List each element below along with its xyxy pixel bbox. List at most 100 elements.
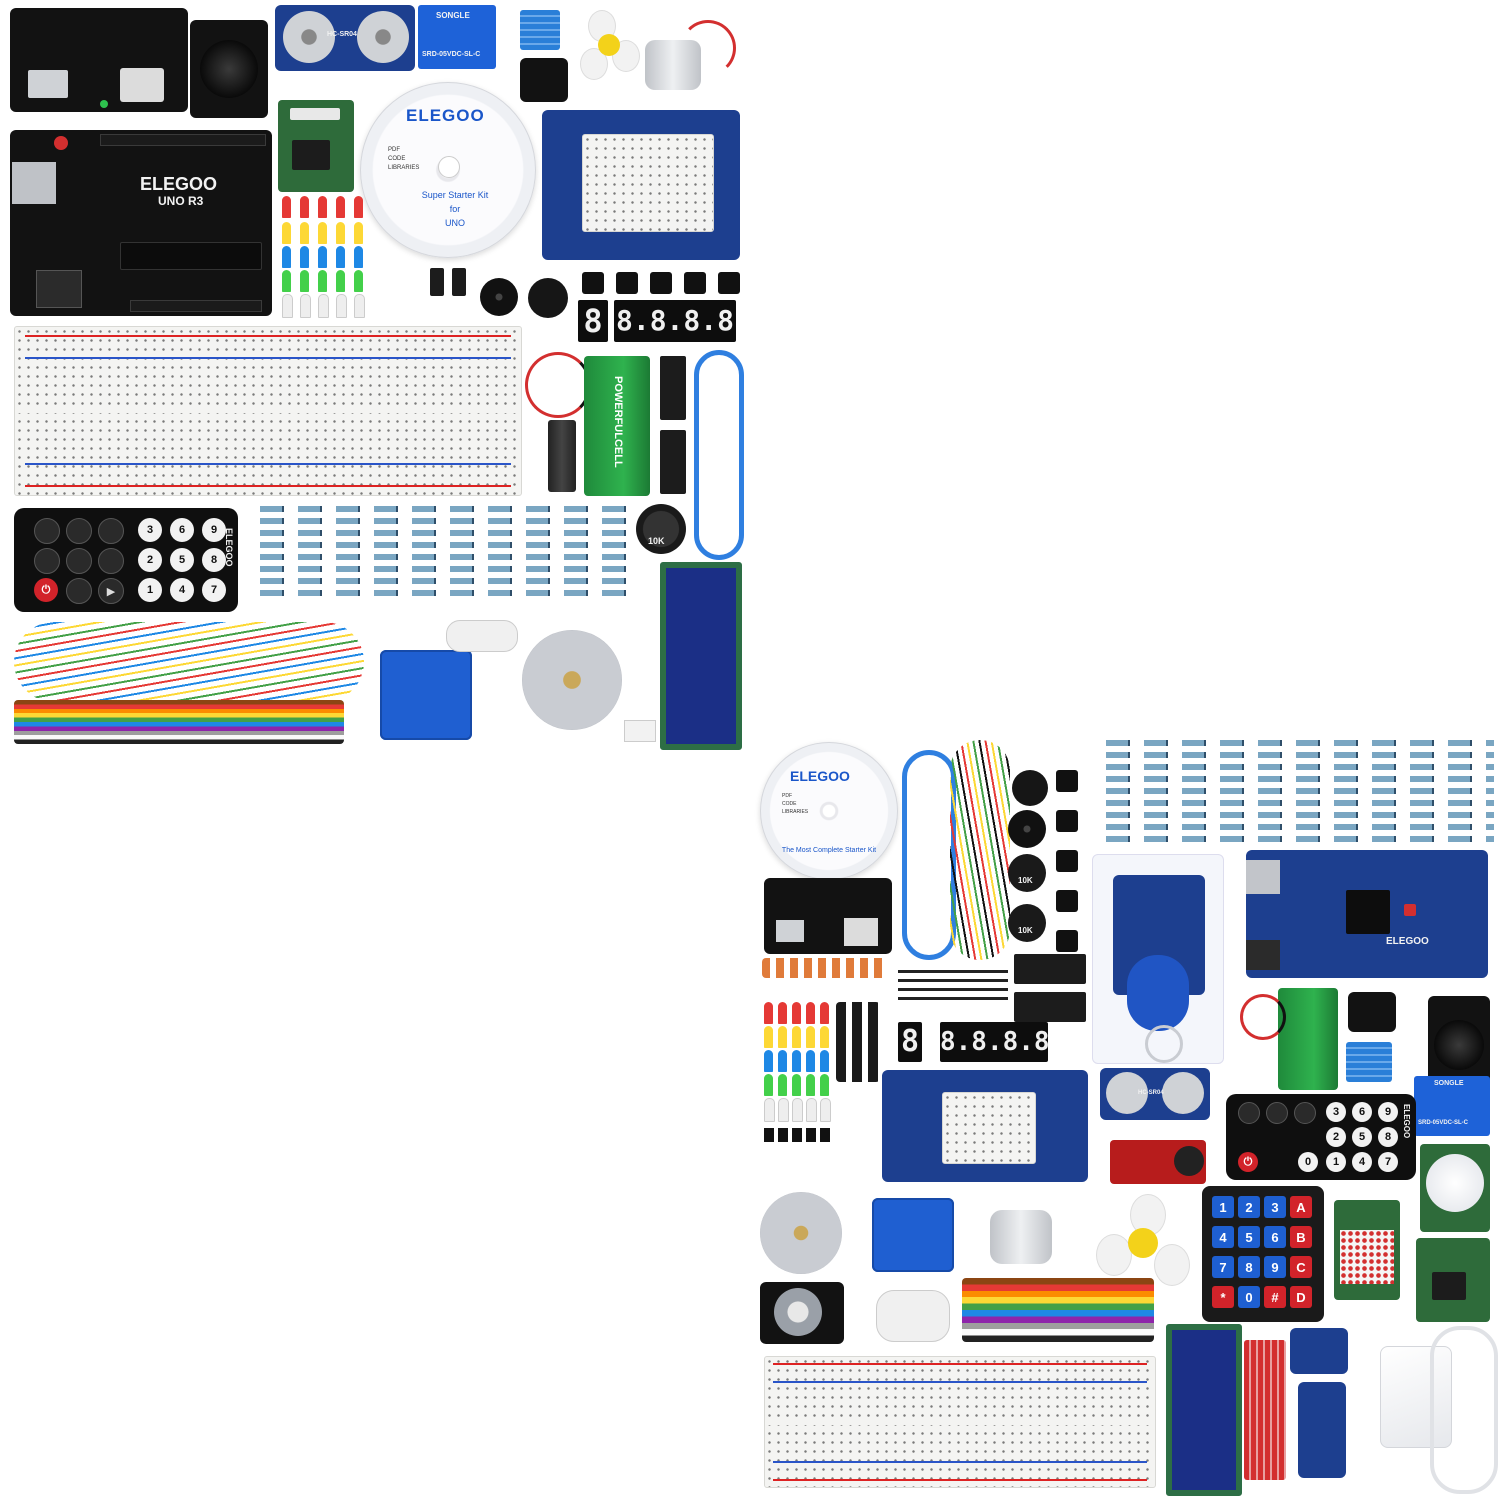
keypad-key-6: 6: [1264, 1226, 1286, 1248]
remote-key-2: 2: [138, 548, 162, 572]
potentiometer-mega-b: 10K: [1008, 904, 1046, 942]
sound-sensor-module: [1110, 1140, 1206, 1184]
led-array: [280, 196, 370, 326]
usb-b-port-icon: [12, 162, 56, 204]
seven-segment-quad: 8.8.8.8: [614, 300, 736, 342]
fan-blade-icon: [580, 10, 640, 80]
board-brand: ELEGOO: [140, 174, 218, 194]
remote-key-9: 9: [202, 518, 226, 542]
power-adapter-cable-icon: [1430, 1326, 1498, 1494]
keypad-key-3: 3: [1264, 1196, 1286, 1218]
keypad-key-9: 9: [1264, 1256, 1286, 1278]
usb-cable-icon: [694, 350, 744, 560]
buzzer-mega-icon: [1012, 770, 1048, 806]
disc-mega-line3: LIBRARIES: [782, 809, 809, 815]
kit-uno: HC-SR04 SONGLE SRD-05VDC-SL-C ELEGOO UNO…: [0, 0, 750, 760]
ir-receiver-module: [520, 58, 568, 102]
ultrasonic-mega-label: HC-SR04: [1138, 1090, 1164, 1096]
ic-chip-2: [660, 430, 686, 494]
jumper-wires-mega-icon: [950, 740, 1010, 960]
software-disc: ELEGOO PDF CODE LIBRARIES Super Starter …: [360, 82, 536, 258]
software-disc-mega: ELEGOO PDF CODE LIBRARIES The Most Compl…: [760, 742, 898, 880]
remote-mega-power-button: ⏻: [1238, 1152, 1258, 1172]
reset-button-icon: [54, 136, 68, 150]
ir-receiver-mega: [1348, 992, 1396, 1032]
disc-title-line2: for: [449, 204, 461, 214]
keypad-key-5: 5: [1238, 1226, 1260, 1248]
mini-breadboard: [582, 134, 714, 232]
remote-mega-key-1: 1: [1326, 1152, 1346, 1172]
potentiometer: 10K: [636, 504, 686, 554]
usb-port-icon: [28, 70, 68, 98]
accelerometer-module: [1290, 1328, 1348, 1374]
relay-brand: SONGLE: [436, 11, 470, 20]
relay-model: SRD-05VDC-SL-C: [422, 51, 481, 58]
seven-segment-single-mega: 8: [898, 1022, 922, 1062]
lcd-1602-mega: [1166, 1324, 1242, 1496]
disc-mega-brand: ELEGOO: [790, 768, 850, 784]
resistor-set-mega: [1102, 740, 1494, 850]
passive-buzzer-mega-icon: [1008, 810, 1046, 848]
battery-clip-mega-icon: [1240, 994, 1286, 1040]
dht11-sensor: [520, 10, 560, 50]
transistor-icon: [430, 268, 444, 296]
remote-key-3: 3: [138, 518, 162, 542]
remote-mega-brand: ELEGOO: [1402, 1104, 1411, 1139]
remote-key-8: 8: [202, 548, 226, 572]
pir-sensor: [1420, 1144, 1490, 1232]
barrel-plug-icon: [548, 420, 576, 492]
battery-label: POWERFULCELL: [612, 376, 624, 468]
relay-mega-brand: SONGLE: [1434, 1080, 1464, 1087]
servo-mega: [872, 1198, 954, 1272]
remote-mega-key-7: 7: [1378, 1152, 1398, 1172]
disc-line3: LIBRARIES: [388, 165, 420, 171]
stepper-driver-mega: [1416, 1238, 1490, 1322]
resistor-set: [256, 506, 626, 610]
remote-mega-key-3: 3: [1326, 1102, 1346, 1122]
remote-brand: ELEGOO: [224, 528, 234, 567]
battery-9v: POWERFULCELL: [584, 356, 650, 496]
keypad-key-7: 7: [1212, 1256, 1234, 1278]
dc-motor-mega-icon: [990, 1210, 1052, 1264]
microcontroller-chip-icon: [120, 242, 262, 270]
stepper-motor: [522, 630, 622, 730]
uno-board: ELEGOO UNO R3: [10, 130, 272, 316]
potentiometer-mega-a-label: 10K: [1018, 876, 1033, 885]
prototype-shield-mega: [882, 1070, 1088, 1182]
joystick-knob-icon: [200, 40, 258, 98]
relay-mega-model: SRD-05VDC-SL-C: [1418, 1120, 1469, 1126]
jumper-wire-bundle-icon: [14, 622, 364, 702]
remote-mega-key-9: 9: [1378, 1102, 1398, 1122]
remote-key-6: 6: [170, 518, 194, 542]
ir-remote: ⏻ ▶ 3 6 9 2 5 8 1 4 7 0 ELEGOO: [14, 508, 238, 612]
servo-horns-icon: [876, 1290, 950, 1342]
disc-brand: ELEGOO: [406, 106, 485, 125]
potentiometer-label: 10K: [648, 536, 665, 546]
disc-mega-line1: PDF: [782, 793, 792, 799]
keypad-key-star: *: [1212, 1286, 1234, 1308]
keypad-key-8: 8: [1238, 1256, 1260, 1278]
relay-mega: SONGLE SRD-05VDC-SL-C: [1414, 1076, 1490, 1136]
ultrasonic-sensor: HC-SR04: [275, 5, 415, 71]
remote-mega-key-0: 0: [1298, 1152, 1318, 1172]
ic-chip-1: [660, 356, 686, 420]
remote-mega-key-6: 6: [1352, 1102, 1372, 1122]
joystick-module: [190, 20, 268, 118]
remote-mega-key-2: 2: [1326, 1127, 1346, 1147]
breadboard-large: [14, 326, 522, 496]
led-matrix-module: [1334, 1200, 1400, 1300]
lcd-1602: [660, 562, 742, 750]
barrel-jack-icon: [120, 68, 164, 102]
remote-power-button: ⏻: [34, 578, 58, 602]
relay-module: SONGLE SRD-05VDC-SL-C: [418, 5, 496, 69]
pin-header-bottom-icon: [130, 300, 262, 312]
diodes-icon: [898, 970, 1008, 1000]
seven-segment-quad-mega: 8.8.8.8: [940, 1022, 1050, 1062]
ic-chips-mega: [1014, 954, 1086, 984]
membrane-keypad: 1 2 3 A 4 5 6 B 7 8 9 C * 0 # D: [1202, 1186, 1324, 1322]
rotary-encoder-module: [760, 1282, 844, 1344]
led-array-mega: [764, 1002, 834, 1152]
remote-key-7: 7: [202, 578, 226, 602]
keypad-key-c: C: [1290, 1256, 1312, 1278]
power-supply-module-mega: [764, 878, 892, 954]
